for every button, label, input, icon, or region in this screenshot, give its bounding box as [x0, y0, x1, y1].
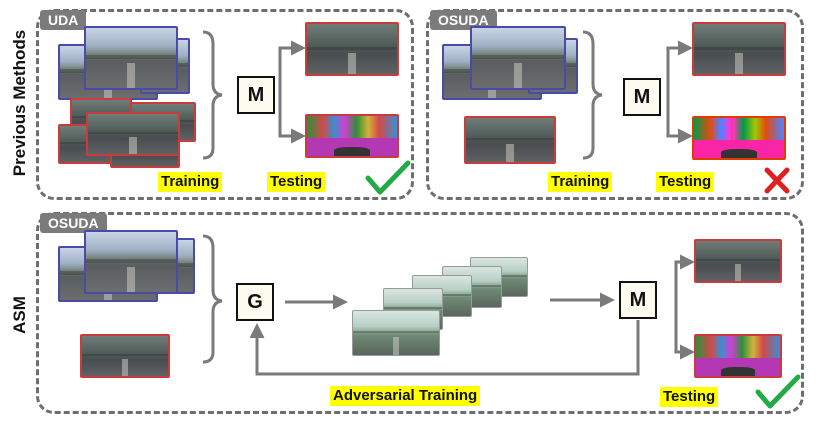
training-label-osuda: Training	[548, 172, 613, 192]
osuda-previous-panel	[426, 9, 804, 200]
model-m-osuda: M	[623, 78, 661, 116]
uda-tag: UDA	[40, 10, 87, 30]
testing-label-uda: Testing	[267, 172, 326, 192]
feedback-arrow	[249, 320, 640, 376]
brace	[202, 234, 223, 364]
arrow	[278, 40, 306, 96]
target-image	[86, 112, 180, 156]
generator-g: G	[236, 283, 274, 321]
brace	[202, 30, 223, 160]
target-image-single	[464, 116, 556, 164]
test-image-asm	[694, 239, 782, 283]
model-m-uda: M	[237, 76, 275, 114]
cross-icon	[764, 167, 790, 194]
arrow	[666, 96, 693, 144]
asm-panel	[36, 212, 804, 414]
uda-panel	[36, 9, 414, 200]
source-image	[84, 26, 178, 90]
source-image	[84, 230, 178, 294]
brace	[582, 30, 603, 160]
check-icon	[755, 374, 801, 409]
testing-label-asm: Testing	[660, 387, 719, 407]
generated-image	[352, 310, 440, 356]
target-image-single	[80, 334, 170, 378]
arrow	[278, 96, 306, 144]
test-image-uda	[305, 22, 399, 76]
arrow	[674, 254, 695, 300]
segmentation-osuda	[692, 116, 786, 160]
testing-label-osuda: Testing	[656, 172, 715, 192]
segmentation-uda	[305, 114, 399, 158]
adversarial-training-label: Adversarial Training	[330, 386, 481, 406]
segmentation-asm	[694, 334, 782, 378]
check-icon	[365, 160, 411, 195]
osuda-bottom-tag: OSUDA	[40, 213, 107, 233]
arrow	[666, 40, 693, 96]
test-image-osuda	[692, 22, 786, 76]
osuda-top-tag: OSUDA	[430, 10, 497, 30]
source-image	[470, 26, 566, 90]
arrow	[674, 300, 695, 360]
model-m-asm: M	[619, 281, 657, 319]
training-label-uda: Training	[158, 172, 223, 192]
